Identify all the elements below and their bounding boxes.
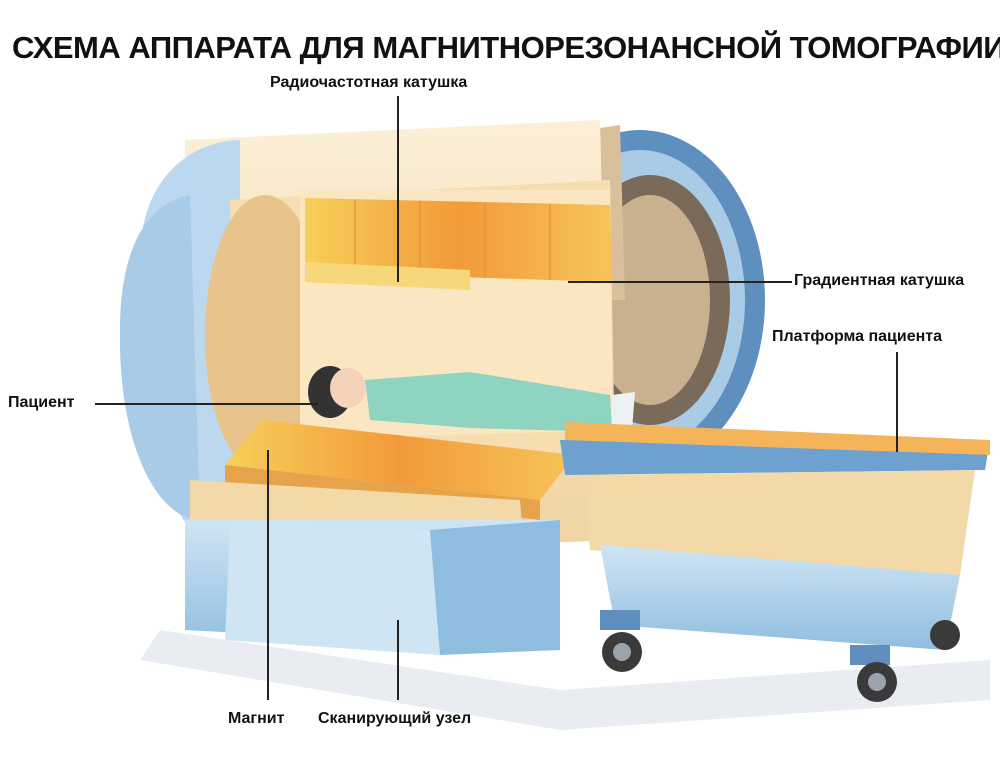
patient-platform-group <box>560 422 990 702</box>
rf-coil-top <box>305 198 612 290</box>
patient-figure <box>308 366 635 432</box>
callout-lines <box>95 96 898 700</box>
rf-coil-label: Радиочастотная катушка <box>270 74 468 91</box>
patient-label: Пациент <box>8 394 75 411</box>
scanning-unit-base <box>185 520 560 655</box>
floor-shadow <box>140 630 990 730</box>
diagram-title: СХЕМА АППАРАТА ДЛЯ МАГНИТНОРЕЗОНАНСНОЙ Т… <box>12 30 1000 65</box>
gradient-coil-label: Градиентная катушка <box>794 272 965 289</box>
magnet-label: Магнит <box>228 710 285 727</box>
patient-platform-label: Платформа пациента <box>772 328 943 345</box>
scanning-unit-label: Сканирующий узел <box>318 710 472 727</box>
